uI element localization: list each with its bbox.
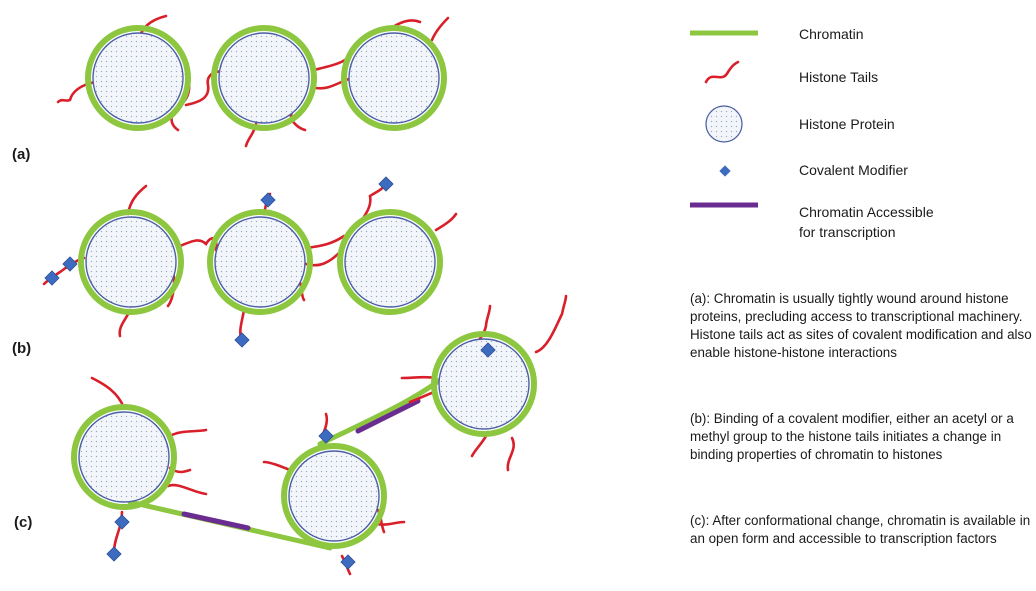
panel-label-a: (a): [12, 146, 31, 163]
description-b: (b): Binding of a covalent modifier, eit…: [690, 411, 1014, 462]
description-a: (a): Chromatin is usually tightly wound …: [690, 291, 1032, 360]
histone-protein: [341, 25, 447, 131]
legend-label-accessible-line2: for transcription: [799, 224, 896, 240]
histone-protein: [431, 331, 537, 437]
panel-a-nucleosomes: [56, 14, 450, 148]
legend-label-chromatin: Chromatin: [799, 26, 864, 42]
legend-label-covalent-modifier: Covalent Modifier: [799, 162, 908, 178]
legend-label-histone-protein: Histone Protein: [799, 116, 895, 132]
covalent-modifier-icon: [480, 342, 496, 358]
covalent-modifier-icon: [318, 428, 334, 444]
accessible-chromatin-segment: [355, 398, 421, 434]
histone-tail: [408, 390, 436, 404]
covalent-modifier-icon: [114, 514, 130, 530]
panel-label-c: (c): [14, 514, 33, 531]
covalent-modifier-icon: [260, 192, 276, 208]
histone-protein: [207, 209, 313, 315]
histone-tail: [474, 304, 492, 346]
histone-tail: [304, 234, 346, 250]
accessible-chromatin-segment: [181, 511, 251, 531]
histone-tail: [430, 16, 450, 42]
legend-label-accessible-line1: Chromatin Accessible: [799, 204, 934, 220]
histone-tail: [506, 436, 515, 472]
legend-histone-protein-swatch: [705, 105, 743, 143]
histone-protein: [85, 25, 191, 131]
histone-tail: [168, 428, 208, 438]
histone-tail: [166, 483, 208, 496]
legend-covalent-modifier-swatch: [719, 165, 731, 177]
covalent-modifier-icon: [44, 270, 60, 286]
legend-symbols: [690, 30, 758, 208]
legend-label-histone-tails: Histone Tails: [799, 69, 879, 85]
histone-protein: [281, 443, 387, 549]
covalent-modifier-icon: [62, 256, 78, 272]
histone-tail: [374, 520, 406, 526]
panel-b-nucleosomes: [42, 176, 458, 348]
histone-tail: [434, 212, 458, 232]
histone-protein: [78, 209, 184, 315]
histone-tail: [534, 294, 568, 354]
covalent-modifier-icon: [340, 554, 356, 570]
description-c: (c): After conformational change, chroma…: [690, 513, 1031, 546]
histone-protein: [71, 404, 177, 510]
histone-tail: [56, 80, 97, 104]
chromatin-linker: [317, 369, 453, 447]
histone-protein: [211, 25, 317, 131]
histone-tail: [400, 375, 438, 380]
panel-c-open-chromatin: [71, 294, 568, 576]
covalent-modifier-icon: [234, 332, 250, 348]
legend-histone-tail-swatch: [704, 60, 740, 84]
covalent-modifier-icon: [378, 176, 394, 192]
panel-label-b: (b): [12, 340, 32, 357]
covalent-modifier-icon: [106, 546, 122, 562]
histone-tail: [90, 376, 126, 410]
histone-tail: [262, 460, 292, 472]
histone-protein: [337, 209, 443, 315]
